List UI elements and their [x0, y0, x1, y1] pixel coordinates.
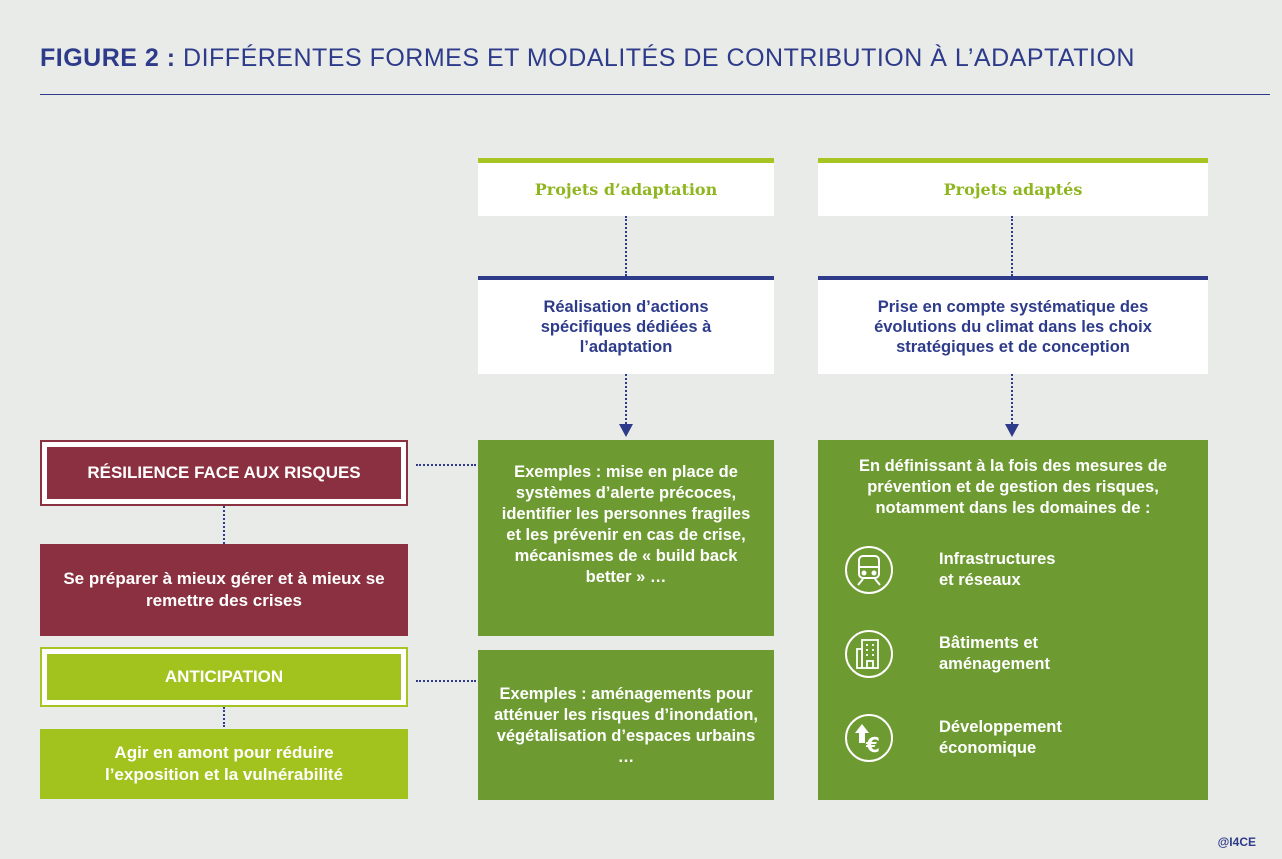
building-icon: [845, 630, 893, 678]
anticipation-example-box: Exemples : aménagements pour atténuer le…: [478, 650, 774, 800]
adapted-domains-intro: En définissant à la fois des mesures de …: [858, 457, 1168, 517]
connector-resilience: [223, 506, 225, 544]
domain-item: € Développement économique: [845, 708, 1245, 768]
connector-desc-to-examples-1: [625, 374, 627, 424]
column-description-adaptation: Réalisation d’actions spécifiques dédiée…: [478, 276, 774, 374]
figure-number: FIGURE 2 :: [40, 44, 176, 72]
connector-resilience-to-example: [416, 464, 476, 466]
connector-header-to-desc-2: [1011, 216, 1013, 276]
domain-label: Bâtiments et aménagement: [939, 634, 1050, 673]
anticipation-label: ANTICIPATION: [47, 654, 401, 700]
column-description-adapted: Prise en compte systématique des évoluti…: [818, 276, 1208, 374]
euro-growth-icon: €: [845, 714, 893, 762]
figure-title-text: DIFFÉRENTES FORMES ET MODALITÉS DE CONTR…: [175, 44, 1135, 72]
domain-item: Bâtiments et aménagement: [845, 624, 1245, 684]
source-credit: @I4CE: [1217, 835, 1256, 849]
resilience-detail: Se préparer à mieux gérer et à mieux se …: [40, 544, 408, 636]
arrow-down-icon: [619, 424, 633, 437]
domain-item: Infrastructures et réseaux: [845, 540, 1245, 600]
column-header-adaptation: Projets d’adaptation: [478, 158, 774, 216]
resilience-label-box: RÉSILIENCE FACE AUX RISQUES: [40, 440, 408, 506]
connector-desc-to-domains: [1011, 374, 1013, 424]
train-icon: [845, 546, 893, 594]
svg-text:€: €: [865, 733, 880, 755]
connector-anticipation: [223, 707, 225, 727]
domain-label: Développement économique: [939, 718, 1062, 757]
column-header-adapted: Projets adaptés: [818, 158, 1208, 216]
title-divider: [40, 94, 1270, 95]
arrow-down-icon: [1005, 424, 1019, 437]
figure-title: FIGURE 2 : DIFFÉRENTES FORMES ET MODALIT…: [40, 44, 1280, 73]
domain-label: Infrastructures et réseaux: [939, 550, 1056, 589]
connector-anticipation-to-example: [416, 680, 476, 682]
anticipation-label-box: ANTICIPATION: [40, 647, 408, 707]
resilience-example-box: Exemples : mise en place de systèmes d’a…: [478, 440, 774, 636]
connector-header-to-desc-1: [625, 216, 627, 276]
anticipation-detail: Agir en amont pour réduire l’exposition …: [40, 729, 408, 799]
resilience-label: RÉSILIENCE FACE AUX RISQUES: [47, 447, 401, 499]
